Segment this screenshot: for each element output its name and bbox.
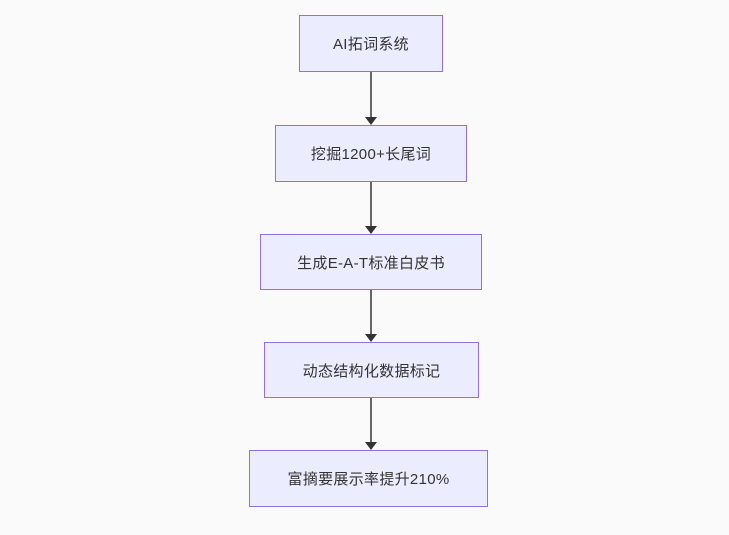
node-label: AI拓词系统 [333, 36, 409, 53]
flow-arrow-2 [365, 182, 377, 234]
flow-node-longtail-keywords: 挖掘1200+长尾词 [275, 125, 467, 182]
flow-node-rich-snippet-rate: 富摘要展示率提升210% [249, 450, 488, 507]
flow-node-ai-word-expansion-system: AI拓词系统 [299, 15, 443, 72]
arrowhead-down-icon [365, 442, 377, 450]
node-label: 生成E-A-T标准白皮书 [297, 254, 445, 272]
flow-node-eat-whitepaper: 生成E-A-T标准白皮书 [260, 234, 482, 290]
arrowhead-down-icon [365, 226, 377, 234]
node-label: 富摘要展示率提升210% [287, 471, 450, 488]
arrowhead-down-icon [365, 334, 377, 342]
arrow-line [370, 72, 372, 117]
arrow-line [370, 398, 372, 442]
flow-arrow-1 [365, 72, 377, 125]
flow-node-structured-data-markup: 动态结构化数据标记 [264, 342, 479, 398]
flow-arrow-4 [365, 398, 377, 450]
node-label: 挖掘1200+长尾词 [310, 146, 432, 163]
arrow-line [370, 182, 372, 226]
node-label: 动态结构化数据标记 [302, 362, 441, 380]
flow-arrow-3 [365, 290, 377, 342]
arrow-line [370, 290, 372, 334]
arrowhead-down-icon [365, 117, 377, 125]
